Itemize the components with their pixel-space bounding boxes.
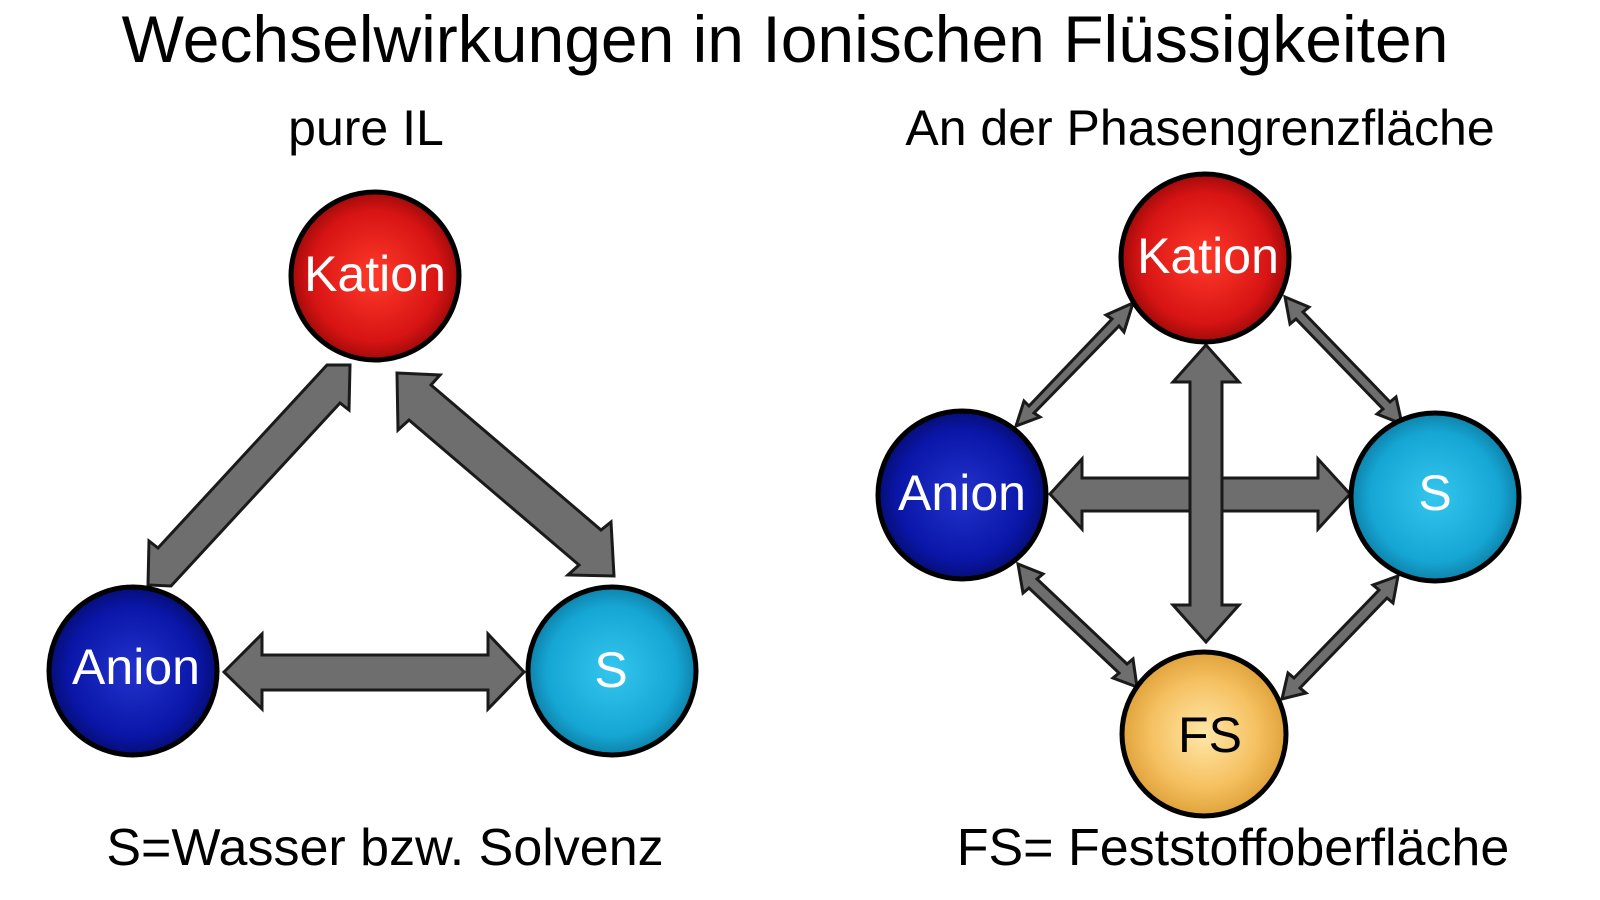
right-arrow-kation-anion	[1013, 300, 1136, 429]
left-node-anion: Anion	[46, 584, 220, 758]
right-arrow-kation-solvent	[1283, 294, 1405, 427]
right-footnote: FS= Feststoffoberfläche	[957, 819, 1510, 877]
left-kation-label: Kation	[304, 246, 446, 302]
right-node-solvent: S	[1348, 410, 1522, 584]
right-surface-label: FS	[1178, 707, 1242, 763]
right-arrow-anion-surface	[1016, 561, 1139, 690]
left-arrows	[146, 363, 616, 713]
right-node-anion: Anion	[875, 408, 1049, 582]
left-arrow-kation-solvent	[395, 371, 616, 578]
page-title: Wechselwirkungen in Ionischen Flüssigkei…	[122, 2, 1449, 76]
right-solvent-label: S	[1418, 465, 1451, 521]
left-anion-label: Anion	[72, 639, 200, 695]
left-solvent-label: S	[594, 642, 627, 698]
right-arrows	[1013, 294, 1405, 702]
left-node-solvent: S	[525, 584, 699, 758]
right-arrow-vertical	[1169, 342, 1243, 645]
left-arrow-kation-anion	[146, 363, 352, 588]
right-kation-label: Kation	[1137, 228, 1279, 284]
right-node-surface: FS	[1119, 649, 1289, 819]
right-arrow-solvent-surface	[1279, 573, 1400, 702]
left-footnote: S=Wasser bzw. Solvenz	[106, 819, 663, 877]
left-node-kation: Kation	[288, 189, 462, 363]
right-node-kation: Kation	[1118, 171, 1292, 345]
left-arrow-anion-solvent	[221, 630, 527, 713]
right-anion-label: Anion	[898, 465, 1026, 521]
right-panel-heading: An der Phasengrenzfläche	[905, 100, 1494, 156]
left-panel-heading: pure IL	[288, 100, 444, 156]
